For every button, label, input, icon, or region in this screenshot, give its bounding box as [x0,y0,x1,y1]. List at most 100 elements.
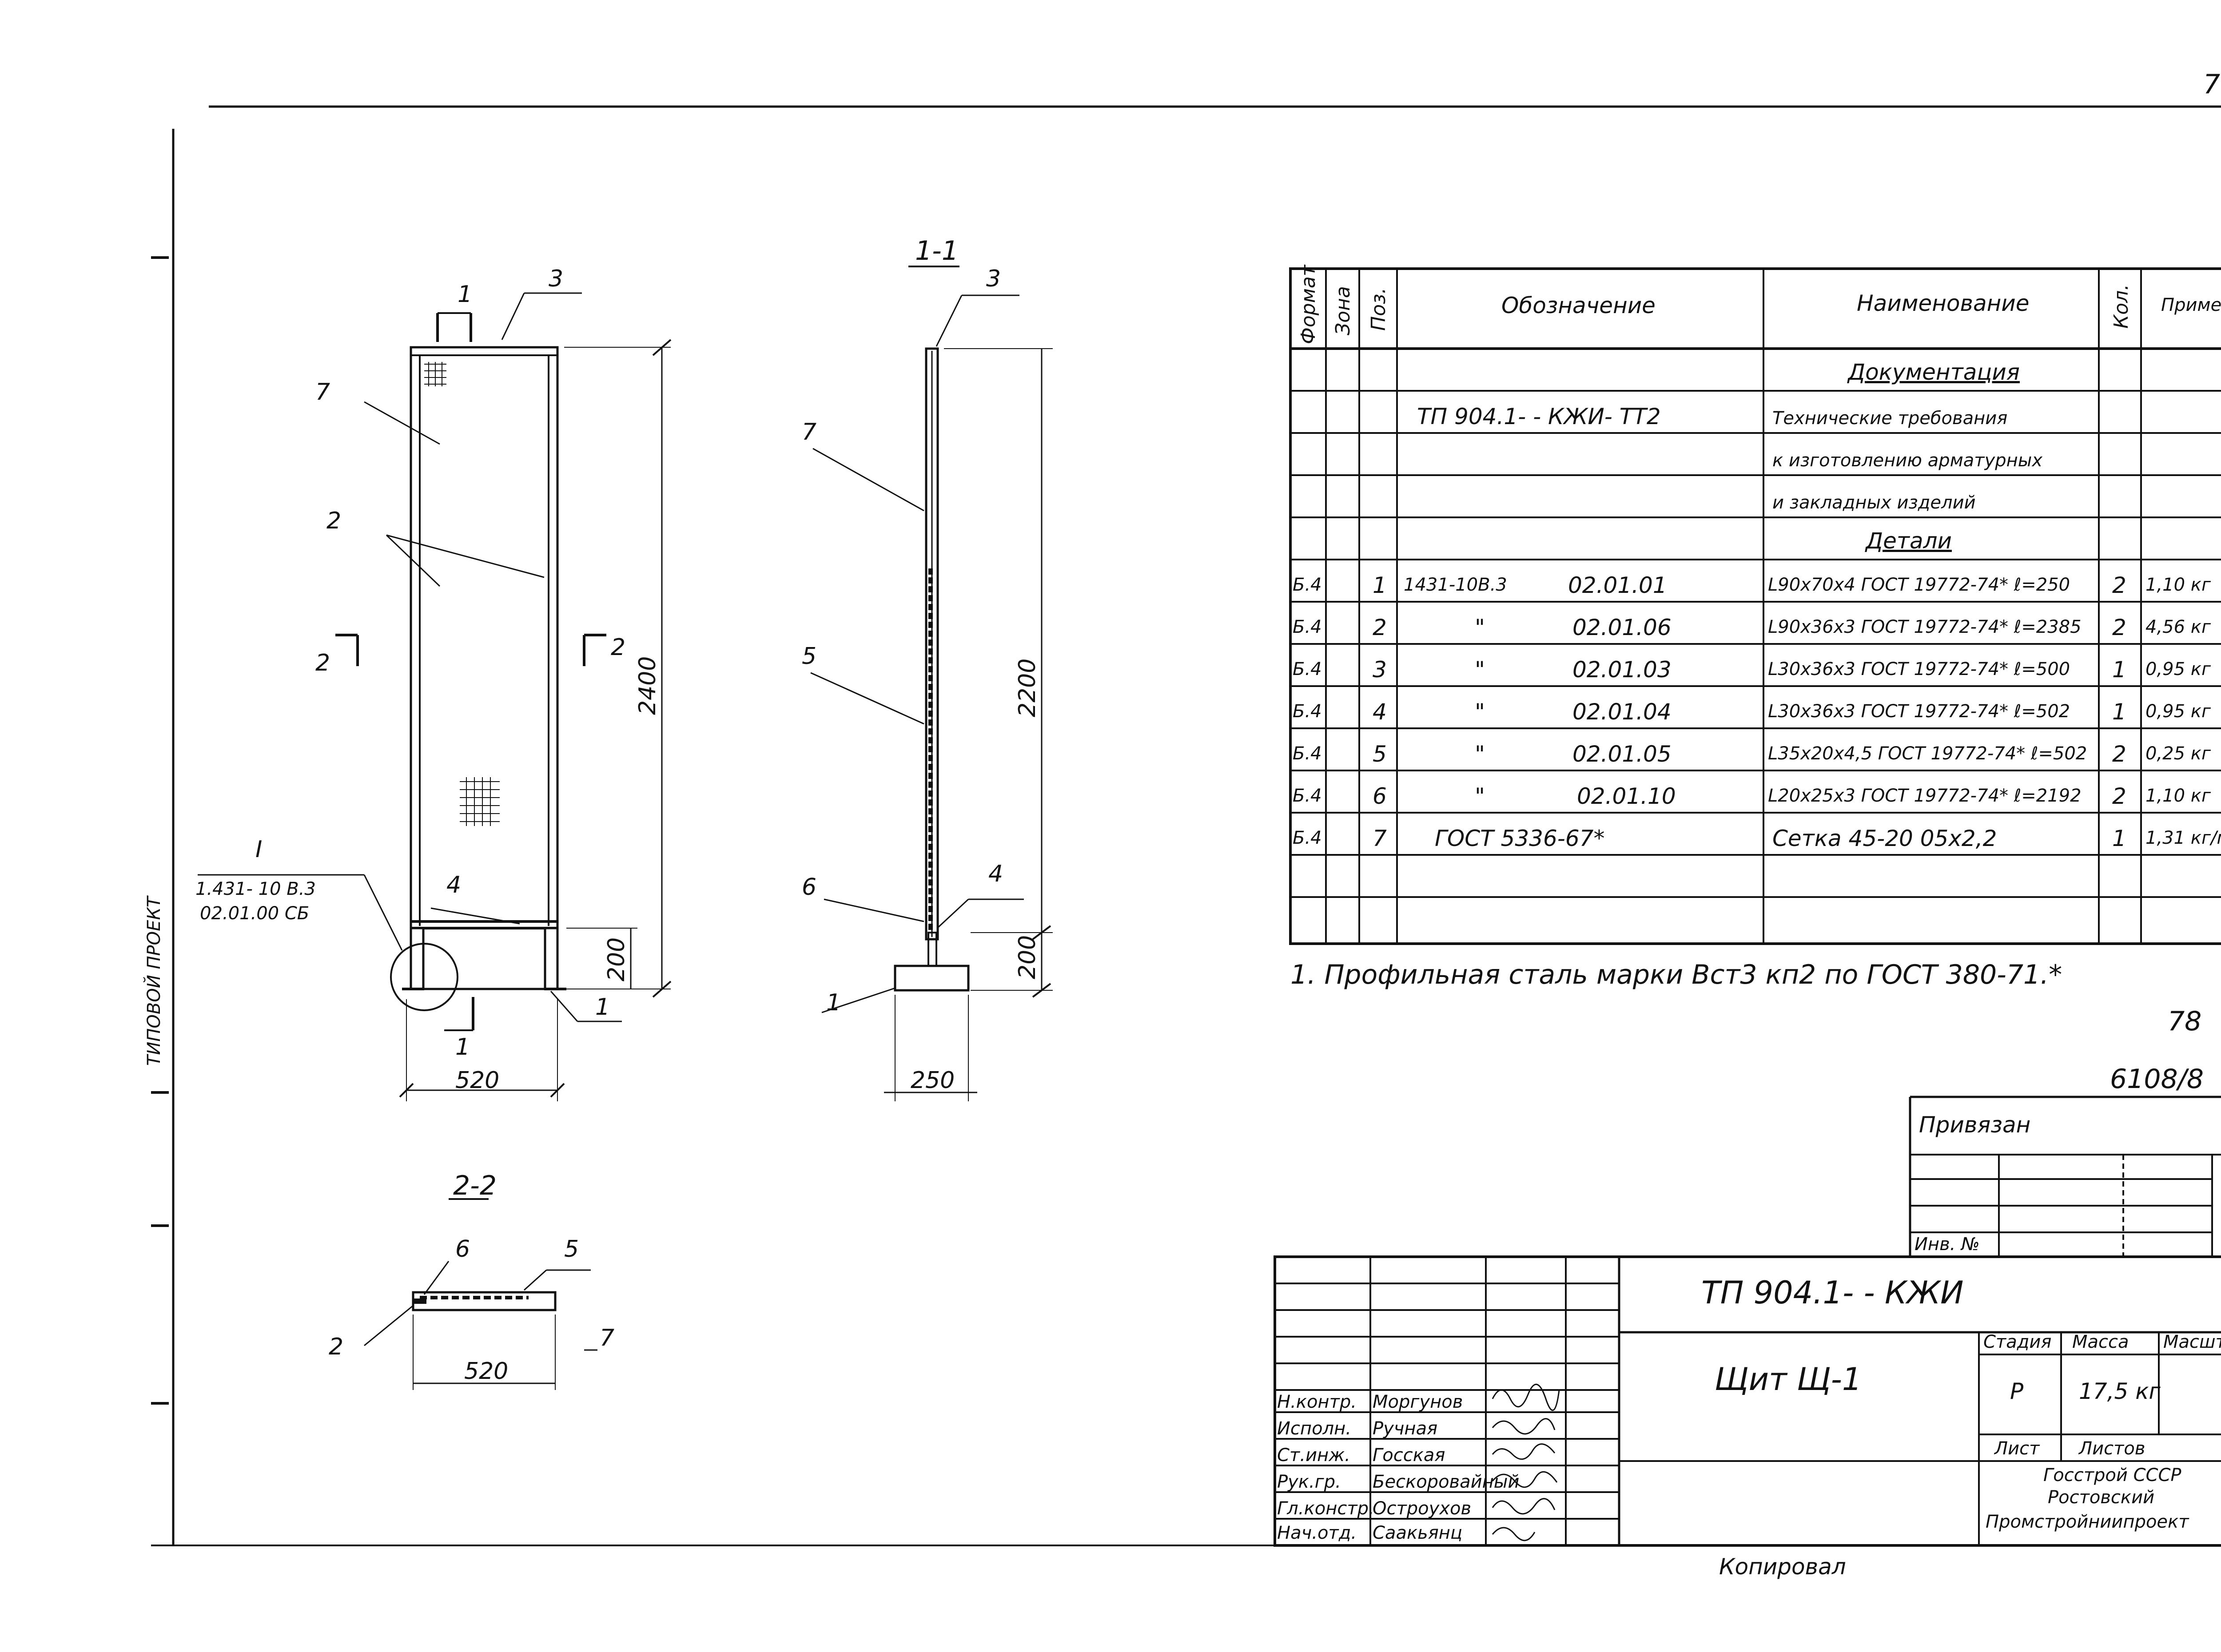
header-designation: Обозначение [1501,293,1656,318]
row3-qty: 1 [2112,657,2126,683]
row2-name: L90х36х3 ГОСТ 19772-74* ℓ=2385 [1768,617,2082,637]
header-note: Приме чание [2161,295,2221,315]
row7-qty: 1 [2112,826,2126,851]
front-view [198,292,672,1101]
left-margin-text: ТИПОВОЙ ПРОЕКТ [143,895,164,1066]
title-mass-value: 17,5 кг [2079,1378,2161,1404]
row1-qty: 2 [2112,572,2126,598]
panel-outline [410,346,559,990]
binding-label: Привязан [1919,1112,2030,1138]
title-roles: Н.контр. Моргунов Исполн. Ручная Ст.инж.… [1277,1392,1519,1543]
row3-format: Б.4 [1293,659,1322,679]
row2-designation-b: 02.01.06 [1572,615,1672,640]
doc-designation: ТП 904.1- - КЖИ- ТТ2 [1417,404,1661,429]
row4-designation-b: 02.01.04 [1572,699,1672,725]
table-row: Б.4 2 " 02.01.06 L90х36х3 ГОСТ 19772-74*… [1293,615,2211,640]
front-pos-3: 3 [549,266,563,292]
sheet-frame [151,105,2221,1546]
row1-designation-b: 02.01.01 [1568,572,1667,598]
mesh-hatch-mid [460,777,500,826]
row3-designation-b: 02.01.03 [1572,657,1672,683]
row4-qty: 1 [2112,699,2126,725]
header-pos: Поз. [1367,288,1390,331]
section-documentation: Документация [1847,359,2020,385]
row4-designation-a: " [1475,699,1485,725]
title-item-name: Щит Щ-1 [1715,1361,1862,1398]
header-qty: Кол. [2110,284,2133,329]
row2-designation-a: " [1475,615,1485,640]
role-label: Исполн. [1277,1418,1351,1439]
row6-designation-b: 02.01.10 [1577,783,1676,809]
row2-pos: 2 [1373,615,1387,640]
title-scale-label: Масштаб [2163,1332,2221,1352]
row7-designation-a: ГОСТ 5336-67* [1435,826,1604,851]
detail-ref-line-2: 02.01.00 СБ [200,903,309,924]
role-person: Саакьянц [1373,1523,1462,1543]
section11-pos-6: 6 [802,874,816,901]
row4-note: 0,95 кг [2145,701,2211,722]
row2-format: Б.4 [1293,617,1322,637]
row7-format: Б.4 [1293,828,1322,848]
row5-designation-b: 02.01.05 [1572,741,1672,767]
row6-designation-a: " [1475,783,1485,809]
section22-pos-5: 5 [564,1236,579,1263]
inv-label: Инв. № [1915,1234,1980,1255]
table-row: Б.4 6 " 02.01.10 L20х25х3 ГОСТ 19772-74*… [1293,783,2211,809]
binding-block [1909,1096,2221,1257]
title-stage-value: Р [2010,1378,2024,1404]
doc-name-3: и закладных изделий [1772,492,1976,513]
title-org-1: Госстрой СССР [2043,1465,2181,1485]
title-org-2: Ростовский [2048,1487,2154,1508]
section11-pos-3: 3 [986,266,1001,292]
row6-format: Б.4 [1293,786,1322,806]
row1-name: L90х70х4 ГОСТ 19772-74* ℓ=250 [1768,575,2070,595]
role-person: Остроухов [1373,1498,1471,1519]
signature-scribbles [1492,1384,1560,1541]
table-row: Б.4 7 ГОСТ 5336-67* Сетка 45-20 05х2,2 1… [1293,826,2221,851]
header-name: Наименование [1857,290,2030,316]
role-label: Рук.гр. [1277,1472,1341,1492]
row6-pos: 6 [1373,783,1387,809]
table-row: Б.4 3 " 02.01.03 L30х36х3 ГОСТ 19772-74*… [1293,657,2211,683]
mesh-hatch-top [424,362,446,386]
spec-table-grid [1289,267,2221,945]
front-pos-1: 1 [595,994,610,1021]
section11-pos-1: 1 [826,989,841,1016]
row3-designation-a: " [1475,657,1485,683]
front-callout-1-bottom: 1 [455,1034,470,1060]
title-sheet-label: Лист [1994,1438,2040,1459]
title-mass-label: Масса [2072,1332,2129,1352]
front-pos-2: 2 [326,508,341,534]
row7-note: 1,31 кг/м² [2145,828,2221,848]
section11-pos-7: 7 [802,419,816,445]
role-person: Ручная [1373,1418,1437,1439]
header-format: Формат [1297,264,1320,344]
role-label: Ст.инж. [1277,1445,1350,1465]
row7-name: Сетка 45-20 05х2,2 [1772,826,1997,851]
row6-note: 1,10 кг [2145,786,2211,806]
row5-name: L35х20х4,5 ГОСТ 19772-74* ℓ=502 [1768,743,2087,764]
section-2-2-title: 2-2 [453,1170,497,1201]
row6-name: L20х25х3 ГОСТ 19772-74* ℓ=2192 [1768,786,2082,806]
section11-dim-height: 2200 [1014,659,1041,717]
title-org-3: Промстройниипроект [1986,1512,2189,1532]
table-row: Б.4 4 " 02.01.04 L30х36х3 ГОСТ 19772-74*… [1293,699,2211,725]
row5-qty: 2 [2112,741,2126,767]
header-zone: Зона [1332,286,1354,335]
front-pos-4: 4 [446,872,461,898]
front-callout-1-top: 1 [458,281,472,308]
bottom-text: Копировал [1719,1554,1846,1580]
spec-table-headers: Формат Зона Поз. Обозначение Наименовани… [1297,264,2221,344]
section-mark-2-right: 2 [611,634,625,661]
row5-designation-a: " [1475,741,1485,767]
doc-name-2: к изготовлению арматурных [1772,450,2042,471]
row4-pos: 4 [1373,699,1387,725]
row3-pos: 3 [1373,657,1387,683]
row3-name: L30х36х3 ГОСТ 19772-74* ℓ=500 [1768,659,2070,679]
detail-ref-line-1: 1.431- 10 В.3 [195,879,316,899]
row4-name: L30х36х3 ГОСТ 19772-74* ℓ=502 [1768,701,2070,722]
front-dim-width: 520 [455,1067,499,1094]
section22-pos-6: 6 [455,1236,470,1263]
row3-note: 0,95 кг [2145,659,2211,679]
